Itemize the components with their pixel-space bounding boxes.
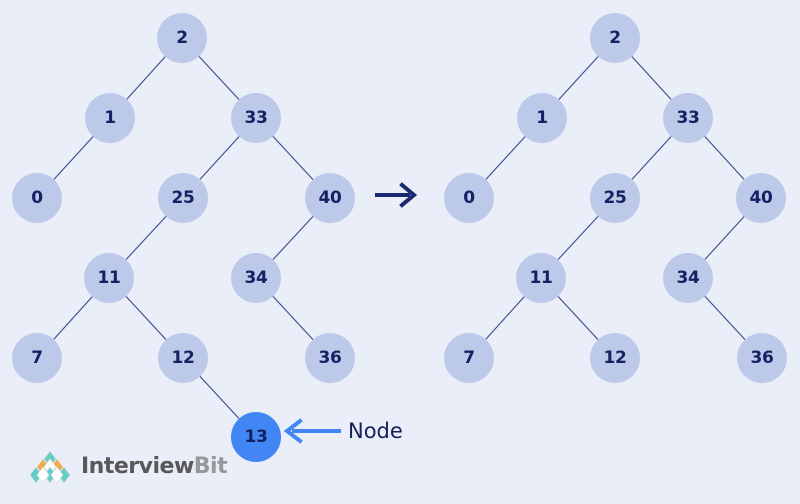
tree-edge (631, 56, 672, 100)
tree-node-34: 34 (231, 253, 281, 303)
tree-node-7: 7 (12, 333, 62, 383)
tree-node-11: 11 (84, 253, 134, 303)
tree-edge (53, 136, 94, 180)
tree-node-1: 1 (85, 93, 135, 143)
tree-edge (704, 295, 746, 341)
tree-edge (272, 215, 314, 261)
tree-node-25: 25 (158, 173, 208, 223)
tree-edge (631, 136, 672, 180)
node-callout: Node (280, 418, 403, 444)
tree-node-40: 40 (305, 173, 355, 223)
logo-text-secondary: Bit (193, 454, 228, 479)
tree-node-12: 12 (590, 333, 640, 383)
tree-edge (485, 296, 525, 340)
tree-node-7: 7 (444, 333, 494, 383)
tree-node-36: 36 (737, 333, 787, 383)
callout-label: Node (348, 418, 403, 443)
tree-node-0: 0 (444, 173, 494, 223)
tree-node-2: 2 (157, 13, 207, 63)
tree-edge (126, 56, 166, 100)
tree-node-1: 1 (517, 93, 567, 143)
tree-edge (199, 375, 240, 420)
tree-node-13: 13 (231, 412, 281, 462)
tree-node-25: 25 (590, 173, 640, 223)
tree-edge (125, 215, 167, 261)
tree-edge (198, 55, 240, 101)
interviewbit-wordmark: InterviewBit (81, 454, 228, 479)
tree-edge (125, 295, 167, 341)
transition-arrow-icon (375, 182, 418, 208)
tree-edge (704, 216, 745, 260)
interviewbit-logo: InterviewBit (27, 450, 228, 484)
callout-left-arrow-icon (283, 418, 341, 444)
tree-node-11: 11 (516, 253, 566, 303)
tree-edge (704, 136, 745, 180)
tree-edge (53, 296, 93, 340)
tree-node-0: 0 (12, 173, 62, 223)
tree-edge (485, 136, 526, 180)
tree-node-36: 36 (305, 333, 355, 383)
tree-node-34: 34 (663, 253, 713, 303)
tree-edge (199, 136, 240, 180)
interviewbit-logo-mark-icon (29, 450, 71, 484)
tree-node-40: 40 (736, 173, 786, 223)
tree-edge (272, 295, 314, 341)
tree-edge (558, 56, 599, 100)
tree-edge (557, 295, 599, 341)
tree-node-33: 33 (663, 93, 713, 143)
tree-node-33: 33 (231, 93, 281, 143)
tree-node-2: 2 (590, 13, 640, 63)
tree-edge (272, 135, 314, 181)
tree-node-12: 12 (158, 333, 208, 383)
logo-text-primary: Interview (81, 454, 194, 479)
tree-edge (557, 215, 599, 261)
